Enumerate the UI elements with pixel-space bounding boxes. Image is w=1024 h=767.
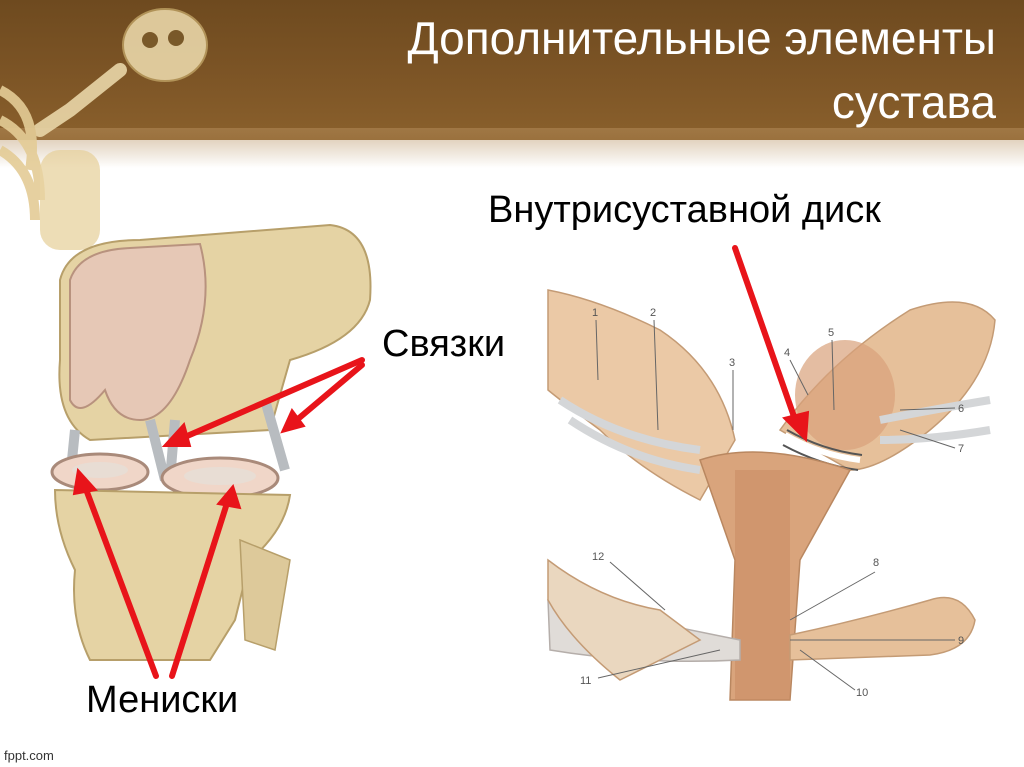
number-label: 5	[828, 327, 834, 339]
label-disc: Внутрисуставной диск	[488, 189, 881, 231]
number-label: 7	[958, 443, 964, 455]
title-line-2: сустава	[831, 76, 996, 128]
number-label: 3	[729, 357, 735, 369]
footer-text: fppt.com	[4, 748, 54, 763]
number-label: 8	[873, 557, 879, 569]
number-label: 11	[580, 675, 591, 687]
number-label: 10	[856, 687, 868, 699]
annotation-arrows	[72, 245, 810, 679]
joint-section-illustration	[545, 275, 1000, 715]
header-glow	[0, 128, 1024, 168]
diagram-numbers: 1 2 3 4 5 6 7 8 9 10 11 12	[580, 307, 964, 699]
number-label: 2	[650, 307, 656, 319]
number-label: 9	[958, 635, 964, 647]
label-ligaments: Связки	[382, 323, 506, 365]
number-label: 1	[592, 307, 598, 319]
number-label: 4	[784, 347, 790, 359]
number-label: 12	[592, 551, 604, 563]
number-label: 6	[958, 403, 964, 415]
title-line-1: Дополнительные элементы	[407, 12, 996, 64]
label-menisci: Мениски	[86, 679, 239, 721]
skeleton-decoration	[0, 8, 208, 250]
knee-illustration	[50, 223, 372, 661]
slide-title: Дополнительные элементы сустава	[236, 6, 996, 134]
